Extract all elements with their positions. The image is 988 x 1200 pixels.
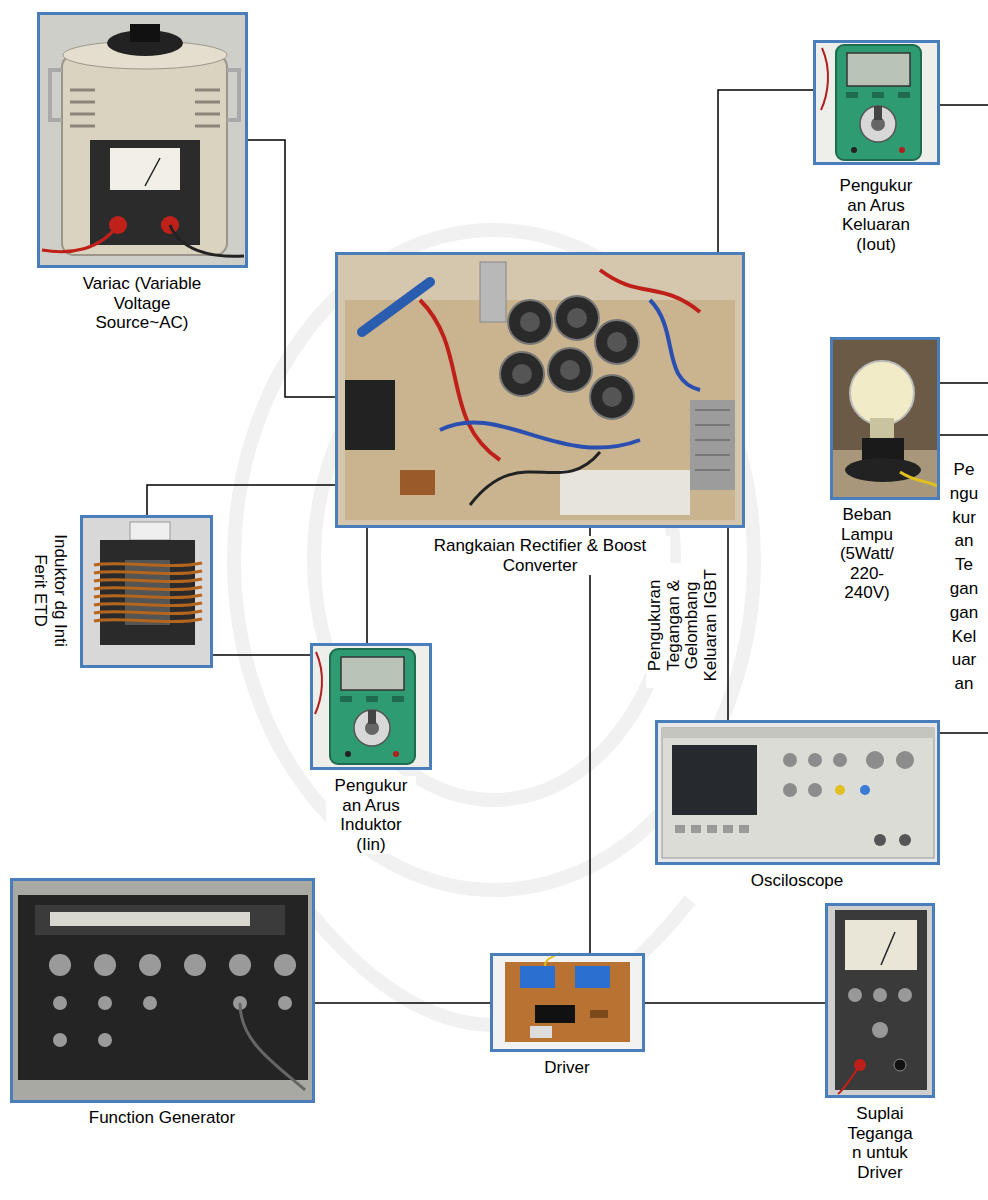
connector-line [147, 485, 335, 515]
caption: Driver [507, 1058, 627, 1078]
vertical-label: Pe ngu kur an Te gan gan Kel uar an [945, 458, 983, 696]
connector-line [213, 654, 310, 656]
wire-line [940, 732, 988, 734]
connector-line [718, 90, 813, 252]
connector-line [727, 528, 729, 720]
photo-frame: Osciloscope [655, 720, 940, 865]
connector-line [366, 528, 368, 643]
caption: Rangkaian Rectifier & Boost Converter [410, 536, 670, 575]
photo-frame: Variac (Variable Voltage Source~AC) [37, 12, 248, 268]
connector-line [589, 528, 591, 953]
wire-line [940, 382, 988, 384]
photo-frame: Driver [490, 953, 645, 1052]
photo-frame: Rangkaian Rectifier & Boost Converter [335, 252, 745, 528]
connector-line [315, 1002, 490, 1004]
caption: Pengukur an Arus Induktor (Iin) [326, 776, 416, 854]
caption: Pengukur an Arus Keluaran (Iout) [831, 176, 921, 254]
caption: Induktor dg Inti Ferit ETD [30, 523, 69, 658]
caption: Variac (Variable Voltage Source~AC) [67, 274, 217, 333]
photo-frame: Function Generator [10, 878, 315, 1103]
wire-line [940, 434, 988, 436]
photo-frame: Induktor dg Inti Ferit ETD [80, 515, 213, 668]
edge-label: Pengukuran Tegangan & Gelombang Keluaran… [646, 562, 721, 687]
photo-frame: Beban Lampu (5Watt/ 220- 240V) [830, 337, 940, 500]
connector-line [248, 140, 335, 397]
photo-frame: Pengukur an Arus Keluaran (Iout) [813, 40, 940, 165]
connector-line [645, 1002, 825, 1004]
caption: Osciloscope [697, 871, 897, 891]
caption: Function Generator [52, 1108, 272, 1128]
caption: Suplai Teganga n untuk Driver [844, 1104, 916, 1182]
caption: Beban Lampu (5Watt/ 220- 240V) [831, 505, 903, 603]
photo-frame: Suplai Teganga n untuk Driver [825, 903, 935, 1098]
wire-line [940, 104, 988, 106]
photo-frame: Pengukur an Arus Induktor (Iin) [310, 643, 432, 770]
